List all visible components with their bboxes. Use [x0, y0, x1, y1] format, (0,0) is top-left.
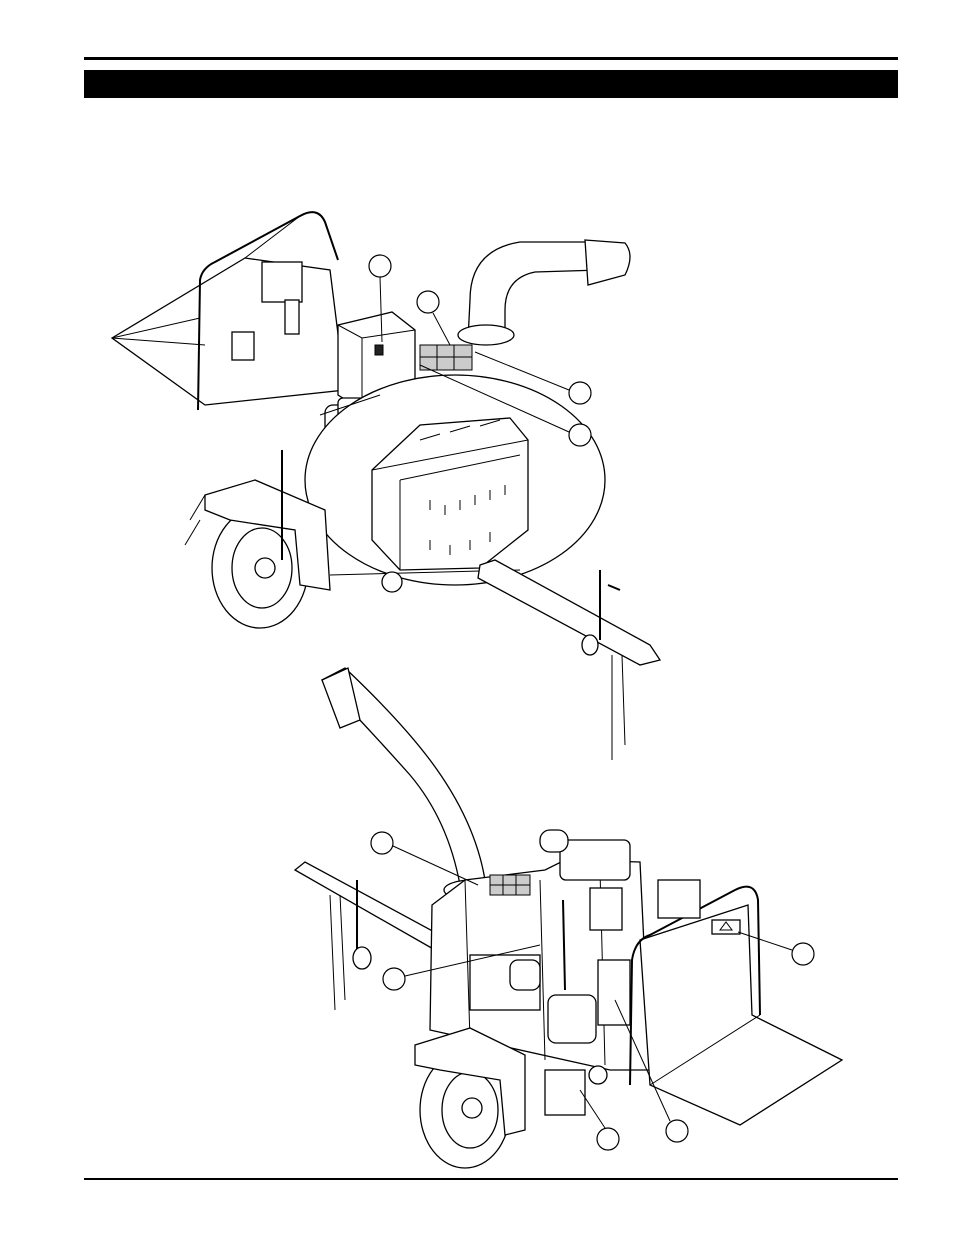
- discharge-chute-rear: [320, 667, 501, 901]
- chipper-front-view: [110, 211, 662, 760]
- wheel-assembly: [184, 479, 331, 629]
- top-rule: [84, 57, 898, 60]
- chipper-housing: [304, 344, 606, 586]
- infeed-hopper: [110, 211, 346, 411]
- top-callouts: [319, 254, 592, 447]
- chipper-rear-view: [293, 667, 844, 1169]
- section-title-bar: [84, 70, 898, 98]
- tow-tongue-rear: [293, 861, 441, 1011]
- bottom-rule: [84, 1178, 898, 1180]
- bottom-callouts: [370, 831, 815, 1151]
- infeed-hopper-rear: [629, 879, 844, 1126]
- tow-tongue: [381, 559, 662, 760]
- chipper-body-rear: [429, 829, 651, 1071]
- wheel-assembly-rear: [414, 1027, 608, 1169]
- discharge-chute: [457, 239, 631, 346]
